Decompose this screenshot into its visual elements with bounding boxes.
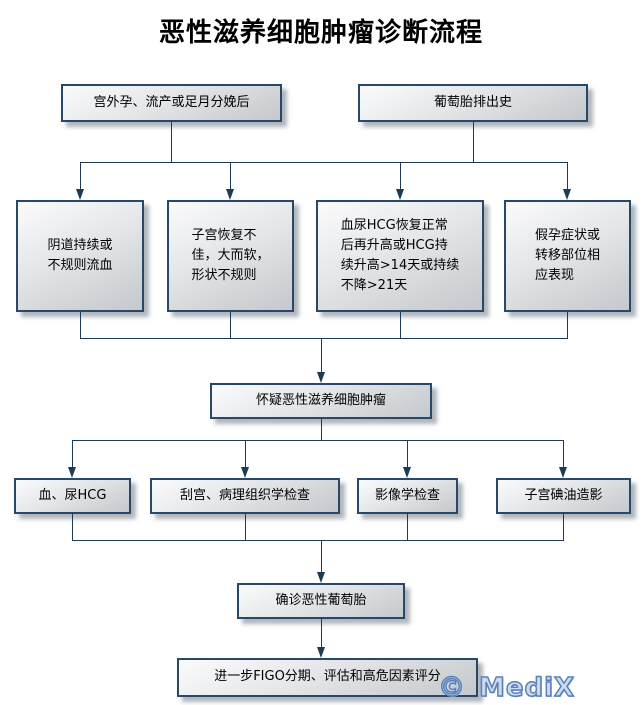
arrow-down-icon [317,647,325,658]
node-suspect-malignant-gtn: 怀疑恶性滋养细胞肿瘤 [210,383,432,419]
arrow-down-icon [317,372,325,383]
arrow-down-icon [241,467,249,478]
connector-vline [321,540,322,574]
connector-vline [245,440,246,469]
node-label: 子宫恢复不 佳，大而软， 形状不规则 [191,227,270,284]
arrow-down-icon [317,572,325,583]
node-label: 影像学检查 [374,487,440,503]
connector-vline [72,513,73,541]
node-label: 怀疑恶性滋养细胞肿瘤 [255,392,386,408]
node-label: 进一步FIGO分期、评估和高危因素评分 [214,669,441,685]
arrow-down-icon [403,467,411,478]
node-label: 血尿HCG恢复正常 后再升高或HCG持 续升高>14天或持续 不降>21天 [340,217,460,294]
node-imaging-exam: 影像学检查 [357,478,458,514]
node-blood-urine-hcg: 血、尿HCG [14,478,131,514]
node-confirm-malignant-mole: 确诊恶性葡萄胎 [237,583,405,619]
node-label: 葡萄胎排出史 [433,94,512,110]
medix-watermark: © MediX [437,671,576,704]
connector-vline [563,513,564,541]
connector-hline [80,162,568,163]
connector-vline [230,312,231,339]
node-label: 假孕症状或 转移部位相 应表现 [534,227,600,284]
node-molar-expulsion-history: 葡萄胎排出史 [358,84,588,122]
arrow-down-icon [76,189,84,200]
connector-hline [72,440,564,441]
connector-vline [321,419,322,441]
copyright-icon: © [437,671,466,704]
connector-vline [567,312,568,339]
arrow-down-icon [226,189,234,200]
connector-vline [321,338,322,374]
node-label: 刮宫、病理组织学检查 [179,487,310,503]
arrow-down-icon [563,189,571,200]
connector-vline [321,619,322,649]
node-ectopic-miscarriage-history: 宫外孕、流产或足月分娩后 [61,84,282,122]
connector-vline [230,162,231,191]
node-label: 确诊恶性葡萄胎 [275,592,367,608]
connector-vline [567,162,568,191]
node-figo-staging: 进一步FIGO分期、评估和高危因素评分 [177,658,478,697]
arrow-down-icon [559,467,567,478]
node-pseudopregnancy-metastasis: 假孕症状或 转移部位相 应表现 [504,200,631,312]
connector-vline [473,122,474,163]
node-hcg-abnormal: 血尿HCG恢复正常 后再升高或HCG持 续升高>14天或持续 不降>21天 [316,200,484,312]
connector-hline [80,338,568,339]
connector-vline [80,162,81,191]
node-vaginal-bleeding: 阴道持续或 不规则流血 [16,200,144,312]
connector-vline [171,122,172,163]
connector-vline [400,162,401,191]
node-label: 宫外孕、流产或足月分娩后 [93,94,250,110]
node-uterine-recovery-poor: 子宫恢复不 佳，大而软， 形状不规则 [167,200,294,312]
connector-vline [563,440,564,469]
arrow-down-icon [68,467,76,478]
node-uterine-lipiodol-angiography: 子宫碘油造影 [496,478,631,514]
node-label: 阴道持续或 不规则流血 [47,237,113,273]
node-curettage-pathology: 刮宫、病理组织学检查 [150,478,340,514]
watermark-brand-text: MediX [478,672,576,704]
connector-hline [72,540,564,541]
connector-vline [80,312,81,339]
node-label: 血、尿HCG [38,487,107,503]
arrow-down-icon [396,189,404,200]
page-title: 恶性滋养细胞肿瘤诊断流程 [158,18,483,48]
node-label: 子宫碘油造影 [524,487,603,503]
connector-vline [407,440,408,469]
connector-vline [407,513,408,541]
connector-vline [400,312,401,339]
connector-vline [245,513,246,541]
connector-vline [72,440,73,469]
